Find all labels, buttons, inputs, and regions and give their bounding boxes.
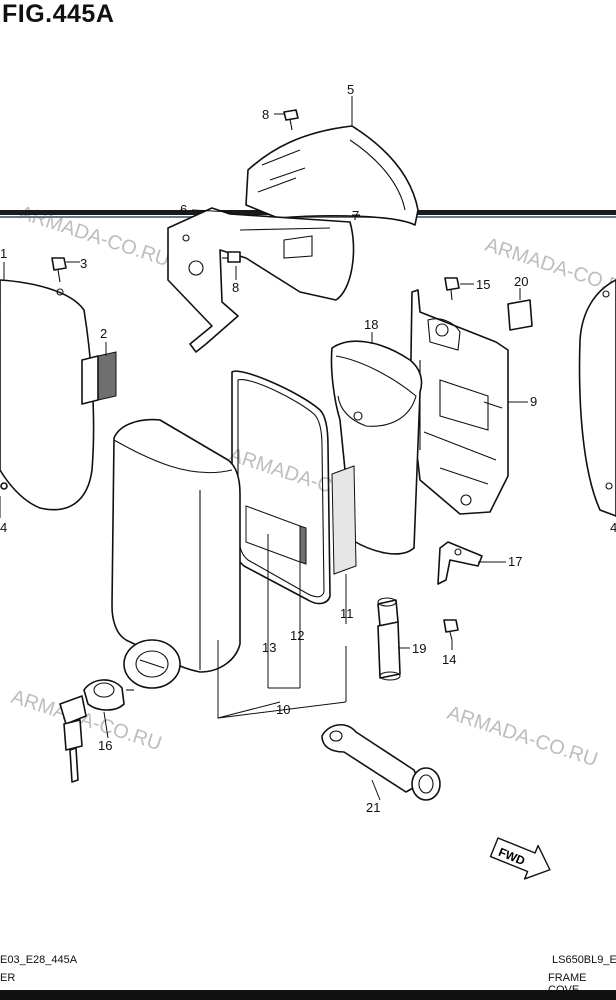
callout-21: 21 [366,800,380,815]
callout-7: 7 [352,208,359,223]
callout-11: 11 [340,606,354,621]
part-10-tool-box [111,418,241,673]
part-16-lock-keys [59,679,134,783]
part-8-bolt-mid [222,251,241,263]
callout-10: 10 [276,702,290,717]
part-4-screw-left [0,482,8,490]
callout-1: 1 [0,246,7,261]
footer-left-code: E03_E28_445A [0,954,78,966]
callout-14: 14 [442,652,456,667]
figure-title: FIG.445A [2,0,115,28]
bottom-bar [0,990,616,1000]
part-right-cover-fragment [578,279,616,517]
part-3-bolt [51,257,67,283]
part-21-spanner [321,724,441,801]
callout-8-mid: 8 [232,280,239,295]
watermark: ARMADA-CO.RU [444,702,600,771]
callout-18: 18 [364,317,378,332]
part-5-cover [245,125,419,226]
part-lock-housing [123,639,181,689]
callout-3: 3 [80,256,87,271]
part-19-rubber [377,597,401,681]
part-14-screw [443,619,459,641]
callout-16: 16 [98,738,112,753]
part-8-bolt-top [283,109,299,131]
callout-20: 20 [514,274,528,289]
callout-8-top: 8 [262,107,269,122]
leader-lines [0,96,528,801]
callout-13: 13 [262,640,276,655]
watermark: ARMADA-CO.RU [482,234,616,303]
fwd-arrow: FWD [489,837,551,880]
callout-17: 17 [508,554,522,569]
part-1-left-cover [0,279,95,511]
callout-4: 4 [0,520,7,535]
footer-left-caption: ER [0,972,16,984]
part-11-pad [331,465,357,575]
part-2-label [81,351,117,405]
part-15-bolt [444,277,460,301]
callout-4-right: 4 [610,520,616,535]
part-6-7-bracket [167,207,355,353]
part-17-clip [437,541,483,585]
callout-15: 15 [476,277,490,292]
callout-12: 12 [290,628,304,643]
callout-6: 6 [180,202,187,217]
callout-labels: 1 2 3 4 4 5 6 7 8 8 9 10 11 12 13 14 15 … [0,82,616,815]
callout-5: 5 [347,82,354,97]
part-9-holder-bracket [409,289,509,515]
footer-right-code: LS650BL9_E [552,954,616,966]
callout-19: 19 [412,641,426,656]
callout-2: 2 [100,326,107,341]
part-20-pad [507,299,533,331]
callout-9: 9 [530,394,537,409]
part-13-label [245,505,307,565]
